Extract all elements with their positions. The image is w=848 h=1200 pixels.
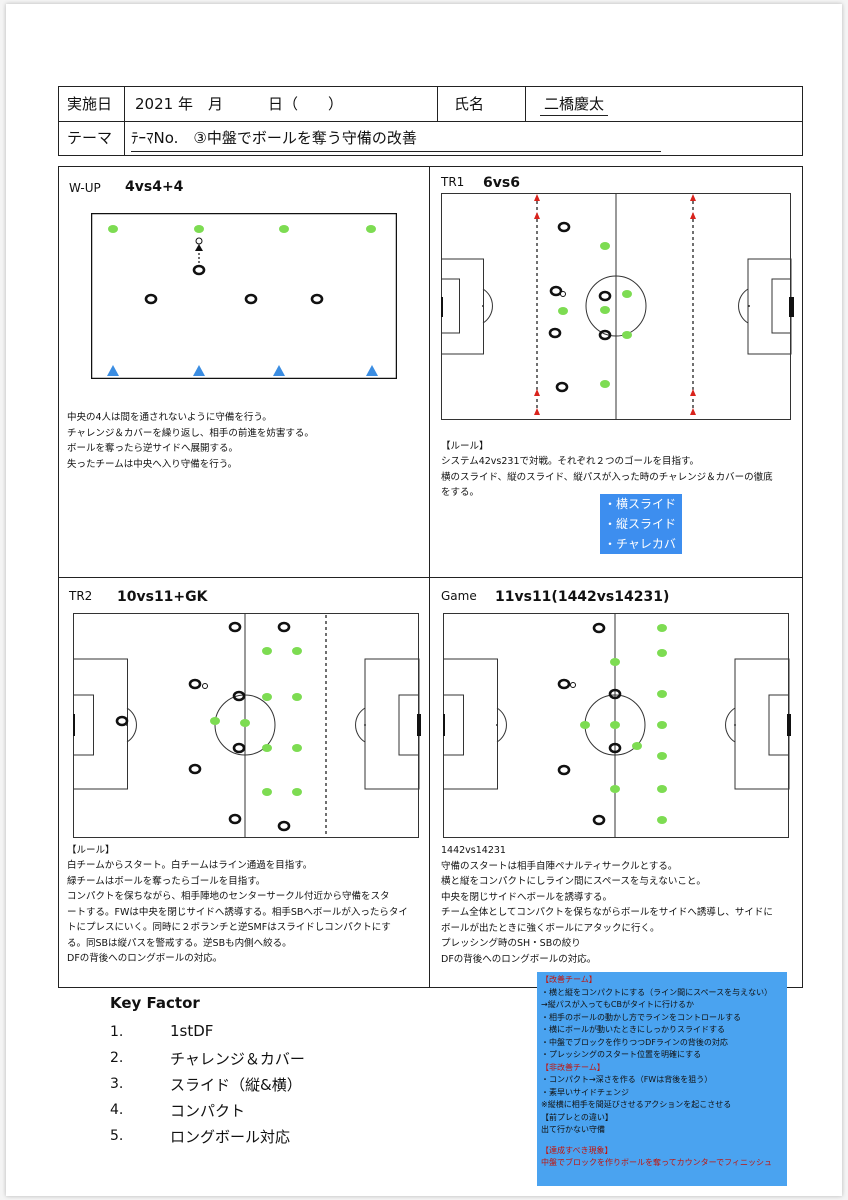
notes-line: ※縦横に相手を間延びさせるアクションを起こさせる [541,1100,732,1109]
header-table: 実施日 2021 年 月 日（ ） 氏名 二橋慶太 テーマ ﾃｰﾏNo. ③中盤… [58,86,803,156]
grid-divider-horizontal [59,577,802,578]
kf-item-2: チャレンジ＆カバー [170,1050,305,1068]
wup-diagram [91,213,397,379]
tr1-title: TR1 [441,175,465,189]
notes-line: ・コンパクト→深さを作る（FWは背後を狙う） [541,1075,713,1084]
coaching-notes-box: 【改善チーム】 ・横と縦をコンパクトにする（ライン間にスペースを与えない） →縦… [537,972,787,1186]
notes-line: →縦パスが入ってもCBがタイトに行けるか [541,1000,694,1009]
notes-heading-non-improve: 【非改善チーム】 [541,1062,605,1072]
kf-num-2: 2. [110,1050,124,1066]
tr1-tag-box: ・横スライド ・縦スライド ・チャレカバ [600,494,682,554]
kf-item-5: ロングボール対応 [170,1128,291,1146]
tr1-subtitle: 6vs6 [483,175,520,191]
notes-line: ・相手のボールの動かし方でラインをコントロールする [541,1012,741,1022]
kf-item-4: コンパクト [170,1102,246,1120]
notes-line: ・中盤でブロックを作りつつDFラインの背後の対応 [541,1037,728,1047]
kf-item-1: 1stDF [170,1022,214,1040]
tr2-title: TR2 [69,589,93,603]
tag-horizontal-slide: ・横スライド [604,497,677,511]
notes-spacer [541,1137,783,1145]
tr2-rule-label: 【ルール】 [67,845,115,856]
theme-text: ﾃｰﾏNo. ③中盤でボールを奪う守備の改善 [131,125,661,152]
tag-vertical-slide: ・縦スライド [604,517,677,531]
kf-num-1: 1. [110,1024,124,1040]
game-subtitle: 11vs11(1442vs14231) [495,589,670,605]
theme-value: ﾃｰﾏNo. ③中盤でボールを奪う守備の改善 [125,121,802,155]
notes-line: ・素早いサイドチェンジ [541,1087,629,1097]
kf-num-5: 5. [110,1128,124,1144]
tag-challenge-cover: ・チャレカバ [604,537,676,551]
tr2-pitch-diagram [73,613,421,838]
notes-heading-difference: 【前プレとの違い】 [541,1112,613,1122]
tr1-rule-label: 【ルール】 [441,441,489,452]
wup-subtitle: 4vs4+4 [125,179,184,195]
date-value: 2021 年 月 日（ ） [125,87,438,121]
tr1-pitch-diagram [441,193,794,420]
notes-line: 出て行かない守備 [541,1125,605,1134]
kf-num-3: 3. [110,1076,124,1092]
name-label: 氏名 [438,87,526,121]
notes-line: ・横にボールが動いたときにしっかりスライドする [541,1025,725,1034]
kf-num-4: 4. [110,1102,124,1118]
wup-title: W-UP [69,181,101,195]
document-page: 実施日 2021 年 月 日（ ） 氏名 二橋慶太 テーマ ﾃｰﾏNo. ③中盤… [6,4,842,1196]
theme-label: テーマ [59,121,125,155]
kf-item-3: スライド（縦&横） [170,1076,302,1094]
key-factor-title: Key Factor [110,994,200,1012]
notes-line: ・横と縦をコンパクトにする（ライン間にスペースを与えない） [541,987,773,997]
name-text: 二橋慶太 [540,95,609,116]
game-pitch-diagram [443,613,791,838]
tr1-description: システム42vs231で対戦。それぞれ２つのゴールを目指す。 横のスライド、縦の… [441,456,773,498]
tr2-description: 白チームからスタート。白チームはライン通過を目指す。 緑チームはボールを奪ったら… [67,860,408,964]
date-label: 実施日 [59,87,125,121]
wup-description: 中央の4人は間を通されないように守備を行う。 チャレンジ＆カバーを繰り返し、相手… [67,412,314,470]
game-description: 1442vs14231 守備のスタートは相手自陣ペナルティサークルとする。 横と… [441,845,773,965]
notes-heading-goal: 【達成すべき現象】 [541,1145,613,1155]
notes-line: 中盤でブロックを作りボールを奪ってカウンターでフィニッシュ [541,1158,772,1167]
notes-heading-improve: 【改善チーム】 [541,975,597,984]
drill-grid: W-UP 4vs4+4 中央の4人は間を通されないように守備を行う。 チャレンジ… [58,166,803,988]
tr2-subtitle: 10vs11+GK [117,589,208,605]
notes-line: ・プレッシングのスタート位置を明確にする [541,1050,702,1059]
name-value: 二橋慶太 [526,87,802,121]
game-title: Game [441,589,477,603]
